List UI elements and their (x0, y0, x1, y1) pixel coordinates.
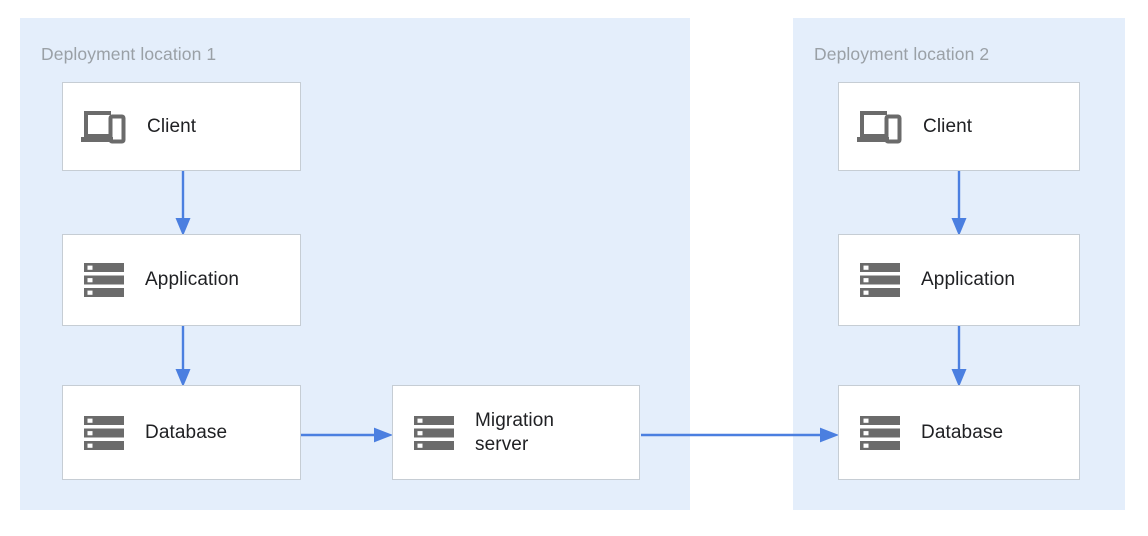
node-client-2[interactable]: Client (838, 82, 1080, 171)
node-application-2[interactable]: Application (838, 234, 1080, 326)
connector-client2-to-application2 (951, 170, 967, 236)
node-application-2-label: Application (921, 269, 1016, 290)
deployment-location-1-label: Deployment location 1 (41, 44, 217, 64)
connector-migration-server-to-database2 (641, 427, 839, 443)
node-database-2-label: Database (921, 421, 1004, 443)
server-rack-icon (83, 259, 125, 301)
server-rack-icon (859, 412, 901, 454)
node-database-1[interactable]: Database (62, 385, 301, 480)
devices-icon (856, 107, 902, 147)
server-rack-icon (413, 412, 455, 454)
connector-application2-to-database2 (951, 325, 967, 387)
node-application-1-label: Application (145, 269, 240, 290)
devices-icon (80, 107, 126, 147)
server-rack-icon (83, 412, 125, 454)
connector-client1-to-application1 (175, 170, 191, 236)
server-rack-icon (859, 259, 901, 301)
node-client-2-label: Client (923, 115, 973, 137)
node-database-2[interactable]: Database (838, 385, 1080, 480)
node-client-1[interactable]: Client (62, 82, 301, 171)
node-migration-server[interactable]: Migration server (392, 385, 640, 480)
node-database-1-label: Database (145, 421, 228, 443)
node-migration-server-label: Migration server (475, 409, 555, 455)
deployment-location-2-label: Deployment location 2 (814, 44, 990, 64)
connector-database1-to-migration-server (301, 427, 393, 443)
node-client-1-label: Client (147, 115, 197, 137)
connector-application1-to-database1 (175, 325, 191, 387)
node-application-1[interactable]: Application (62, 234, 301, 326)
